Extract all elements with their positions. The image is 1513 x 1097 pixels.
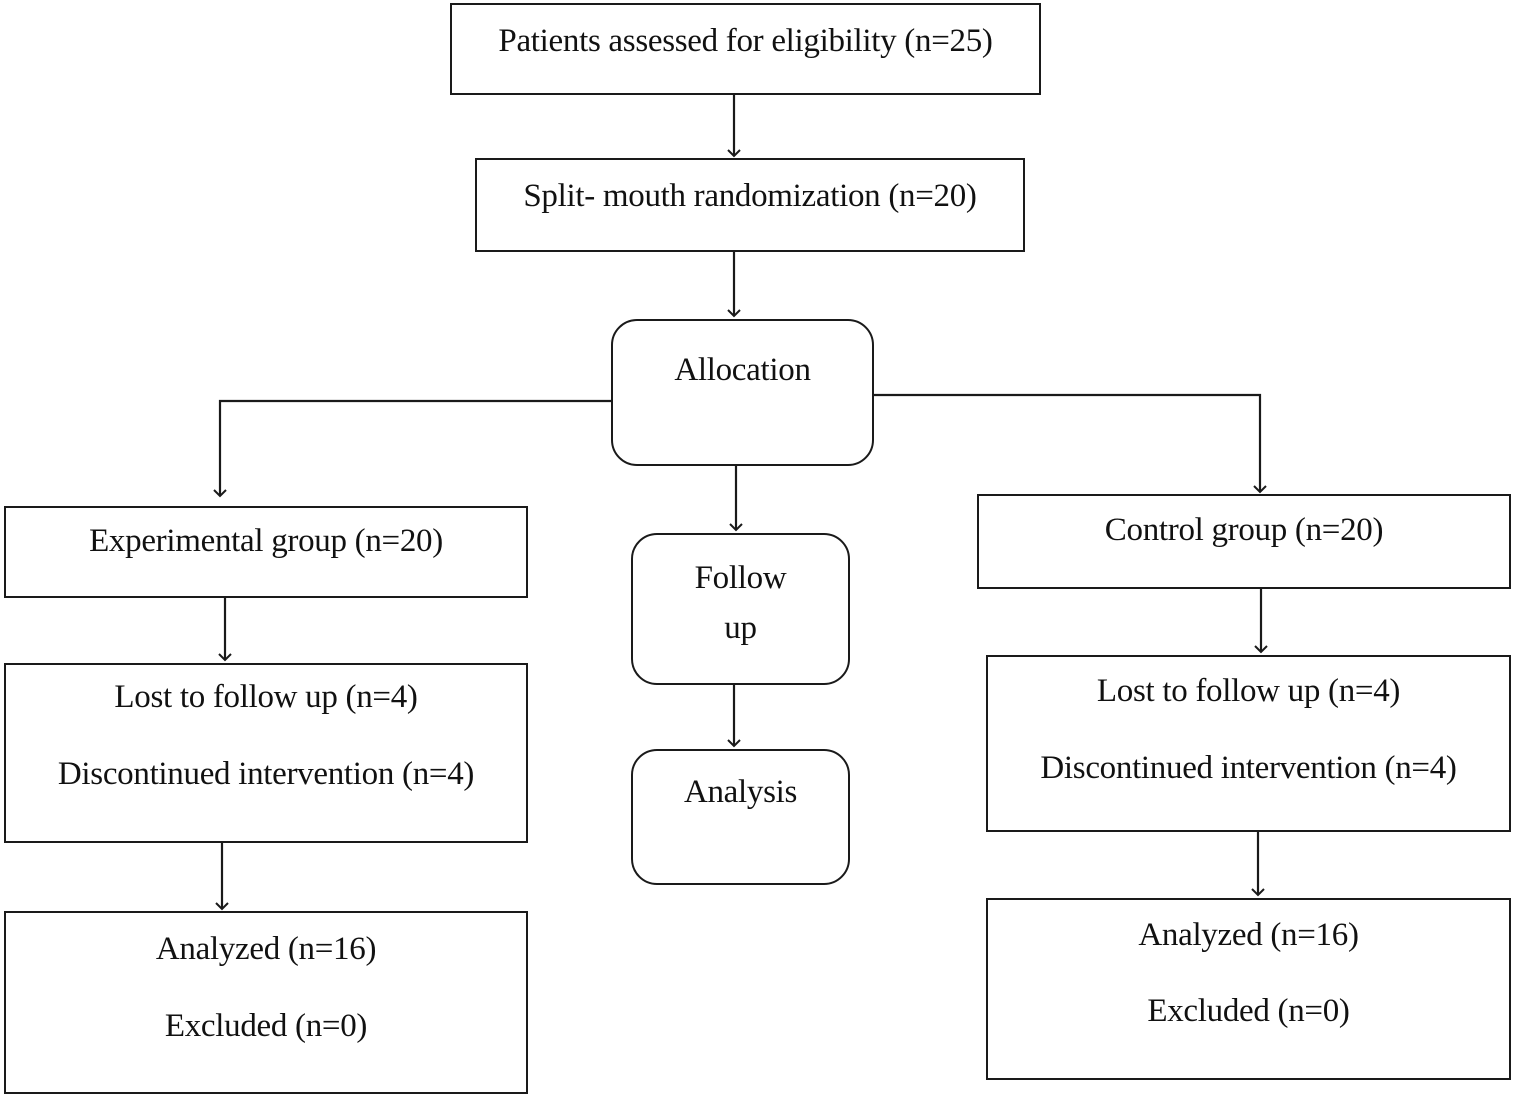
analysis-label: Analysis (683, 774, 798, 810)
experimental-group-box: Experimental group (n=20) (4, 506, 528, 598)
randomization-box: Split- mouth randomization (n=20) (475, 158, 1025, 252)
experimental-lost-box: Lost to follow up (n=4) Discontinued int… (4, 663, 528, 843)
experimental-lost-label: Lost to follow up (n=4) (114, 679, 418, 715)
control-excluded-label: Excluded (n=0) (1147, 993, 1350, 1029)
assessed-box: Patients assessed for eligibility (n=25) (450, 3, 1041, 95)
control-lost-label: Lost to follow up (n=4) (1096, 673, 1401, 709)
control-analyzed-box: Analyzed (n=16) Excluded (n=0) (986, 898, 1511, 1080)
assessed-label: Patients assessed for eligibility (n=25) (498, 23, 993, 59)
experimental-group-label: Experimental group (n=20) (89, 523, 443, 559)
analysis-box: Analysis (631, 749, 850, 885)
followup-box: Follow up (631, 533, 850, 685)
control-group-box: Control group (n=20) (977, 494, 1511, 589)
control-discontinued-label: Discontinued intervention (n=4) (1040, 750, 1457, 786)
experimental-discontinued-label: Discontinued intervention (n=4) (57, 756, 475, 792)
arrow-allocation-to-experimental (213, 399, 611, 498)
experimental-analyzed-label: Analyzed (n=16) (155, 931, 377, 967)
experimental-excluded-label: Excluded (n=0) (164, 1008, 368, 1044)
control-lost-box: Lost to follow up (n=4) Discontinued int… (986, 655, 1511, 832)
control-group-label: Control group (n=20) (1104, 512, 1384, 548)
allocation-box: Allocation (611, 319, 874, 466)
followup-label-line2: up (724, 610, 757, 646)
arrow-allocation-to-control (873, 393, 1267, 494)
allocation-label: Allocation (674, 352, 811, 388)
control-analyzed-label: Analyzed (n=16) (1138, 917, 1359, 953)
followup-label-line1: Follow (694, 560, 787, 596)
randomization-label: Split- mouth randomization (n=20) (523, 178, 977, 214)
experimental-analyzed-box: Analyzed (n=16) Excluded (n=0) (4, 911, 528, 1094)
